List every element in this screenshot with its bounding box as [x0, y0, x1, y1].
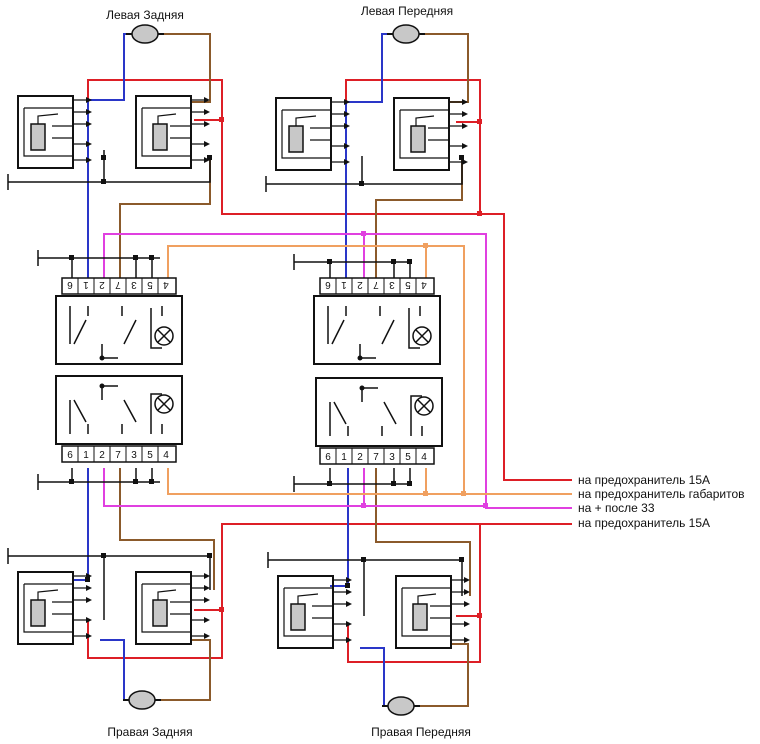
- switch-pin-label: 2: [357, 452, 363, 463]
- switch-pin-label: 4: [421, 452, 427, 463]
- switch-right: [313, 277, 443, 465]
- switch-pin-label: 2: [99, 279, 105, 290]
- switch-pin-label: 6: [325, 279, 331, 290]
- motor-left-rear-icon: [125, 24, 165, 44]
- label-plus-after-33: на + после 33: [578, 501, 655, 515]
- label-fuse-lights: на предохранитель габаритов: [578, 487, 745, 501]
- junction-dots: [69, 117, 488, 618]
- label-fuse-15a-top: на предохранитель 15А: [578, 473, 710, 487]
- motor-right-front-icon: [381, 696, 421, 716]
- switch-pin-label: 7: [373, 279, 379, 290]
- relay-group-left-front: [275, 97, 469, 171]
- switch-pin-label: 3: [131, 279, 137, 290]
- label-fuse-15a-bottom: на предохранитель 15А: [578, 516, 710, 530]
- switch-pin-label: 4: [421, 279, 427, 290]
- switch-pin-label: 5: [147, 450, 153, 461]
- relay-group-right-rear: [17, 571, 211, 645]
- switch-pin-label: 1: [341, 279, 347, 290]
- switch-pin-label: 7: [115, 450, 121, 461]
- switch-pin-label: 2: [357, 279, 363, 290]
- ground-wires: [7, 150, 463, 620]
- switch-pin-label: 2: [99, 450, 105, 461]
- blue-wires: [74, 33, 390, 706]
- motor-right-rear-icon: [122, 690, 162, 710]
- switch-pin-label: 3: [389, 279, 395, 290]
- switch-pin-label: 6: [325, 452, 331, 463]
- switch-pin-label: 4: [163, 450, 169, 461]
- label-right-rear: Правая Задняя: [107, 725, 192, 739]
- relay-group-right-front: [277, 575, 471, 649]
- switch-pin-label: 3: [131, 450, 137, 461]
- switch-left: [55, 277, 183, 463]
- label-left-front: Левая Передняя: [361, 4, 453, 18]
- switch-pin-label: 4: [163, 279, 169, 290]
- switch-pin-label: 1: [341, 452, 347, 463]
- motor-left-front-icon: [386, 24, 426, 44]
- switch-pin-label: 7: [115, 279, 121, 290]
- orange-wires: [167, 245, 572, 495]
- switch-pin-label: 6: [67, 450, 73, 461]
- red-wires: [87, 79, 572, 663]
- switch-pin-label: 5: [405, 279, 411, 290]
- switch-pin-label: 5: [405, 452, 411, 463]
- magenta-wires: [103, 233, 572, 509]
- switch-pin-label: 3: [389, 452, 395, 463]
- switch-pin-label: 6: [67, 279, 73, 290]
- switch-pin-label: 7: [373, 452, 379, 463]
- switch-pin-label: 5: [147, 279, 153, 290]
- label-left-rear: Левая Задняя: [106, 8, 184, 22]
- switch-pin-label: 1: [83, 279, 89, 290]
- relay-group-left-rear: [17, 95, 211, 169]
- switch-pin-label: 1: [83, 450, 89, 461]
- label-right-front: Правая Передняя: [371, 725, 471, 739]
